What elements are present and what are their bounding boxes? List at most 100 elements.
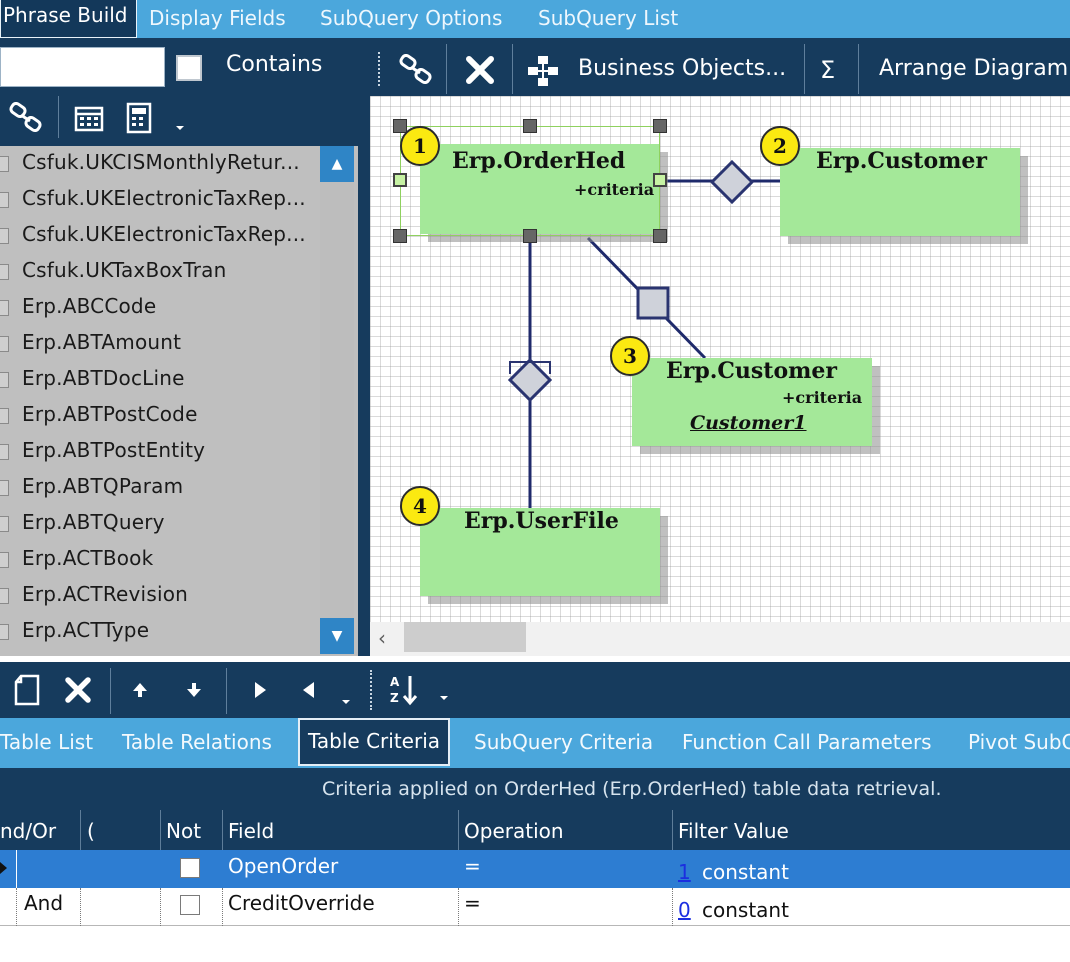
scroll-down-icon[interactable]: ▼ [320,618,354,654]
link-icon[interactable] [8,101,44,134]
table-search-input[interactable] [0,47,165,87]
resize-handle[interactable] [393,173,407,187]
list-item[interactable]: Erp.ABTDocLine [0,362,320,398]
tab-subquery-list[interactable]: SubQuery List [538,6,679,30]
table-icon [0,192,9,208]
column-header-operation[interactable]: Operation [464,819,564,843]
list-item[interactable]: Erp.ABCCode [0,290,320,326]
scroll-left-icon[interactable]: ‹ [378,626,386,650]
tab-table-relations[interactable]: Table Relations [122,730,272,754]
list-item[interactable]: Csfuk.UKCISMonthlyRetur... [0,146,320,182]
list-item-label: Csfuk.UKCISMonthlyRetur... [22,150,300,174]
diagram-hscrollbar[interactable]: ‹ [370,622,1070,656]
resize-handle[interactable] [653,229,667,243]
list-item-label: Erp.ABTAmount [22,330,182,354]
criteria-toolbar [0,662,1070,718]
lower-tab-bar: Table List Table Relations Table Criteri… [0,718,1070,768]
resize-handle[interactable] [653,119,667,133]
column-header-field[interactable]: Field [228,819,275,843]
list-item[interactable]: Erp.ABTPostEntity [0,434,320,470]
delete-icon[interactable] [464,54,496,86]
entity-name: Erp.OrderHed [452,148,626,174]
indent-right-icon[interactable] [252,680,268,700]
calculator-dropdown-icon[interactable] [124,100,190,136]
not-checkbox[interactable] [180,895,200,915]
move-down-icon[interactable] [184,680,204,700]
panel-splitter[interactable] [358,38,370,656]
column-header-paren[interactable]: ( [87,819,95,843]
filter-value-type: constant [702,898,789,922]
delete-row-icon[interactable] [64,676,92,704]
contains-checkbox[interactable] [176,55,202,81]
tab-display-fields[interactable]: Display Fields [149,6,286,30]
query-diagram-canvas[interactable]: Erp.OrderHed +criteria 1 Erp.Customer 2 … [370,96,1070,622]
table-list[interactable]: Csfuk.UKCISMonthlyRetur... Csfuk.UKElect… [0,146,358,656]
cell-field[interactable]: OpenOrder [228,854,339,878]
list-item[interactable]: Erp.ACTType [0,614,320,650]
list-item-label: Erp.ACTType [22,618,150,642]
list-item[interactable]: Erp.ABTPostCode [0,398,320,434]
cell-operation[interactable]: = [464,854,481,878]
tab-table-list[interactable]: Table List [0,730,94,754]
calendar-grid-icon[interactable] [74,106,104,132]
entity-userfile[interactable]: Erp.UserFile [420,508,660,596]
scroll-thumb[interactable] [404,622,526,652]
separator-strip [0,656,1070,662]
resize-handle[interactable] [523,119,537,133]
list-item[interactable]: Csfuk.UKElectronicTaxRep... [0,182,320,218]
column-header-not[interactable]: Not [166,819,202,843]
business-objects-button[interactable]: Business Objects... [578,56,787,81]
list-item[interactable]: Erp.ABTAmount [0,326,320,362]
new-icon[interactable] [12,673,42,707]
list-item-label: Erp.ABTPostCode [22,402,198,426]
entity-customer[interactable]: Erp.Customer [780,148,1020,236]
tab-table-criteria[interactable]: Table Criteria [298,718,451,766]
column-header-andor[interactable]: nd/Or [0,819,57,843]
cell-andor[interactable]: And [24,891,64,915]
resize-handle[interactable] [653,173,667,187]
svg-text:Z: Z [390,691,399,705]
toolbar-grip-icon [378,52,382,86]
cell-filter-value[interactable]: 0 constant [672,888,1070,926]
list-item[interactable]: Csfuk.UKTaxBoxTran [0,254,320,290]
table-icon [0,228,9,244]
tab-pivot-subquery[interactable]: Pivot SubQ [968,730,1070,754]
cell-field[interactable]: CreditOverride [228,891,375,915]
entity-name: Erp.Customer [666,358,837,384]
link-tables-icon[interactable] [398,53,434,86]
list-item-label: Erp.ABTQuery [22,510,165,534]
filter-value-link[interactable]: 1 [678,860,691,884]
scroll-up-icon[interactable]: ▲ [320,146,354,182]
cell-operation[interactable]: = [464,891,481,915]
resize-handle[interactable] [393,119,407,133]
arrange-diagram-button[interactable]: Arrange Diagram [879,56,1069,81]
list-item[interactable]: Erp.ACTBook [0,542,320,578]
tab-subquery-criteria[interactable]: SubQuery Criteria [474,730,654,754]
cell-filter-value[interactable]: 1 constant [672,850,1070,888]
entity-customer1[interactable]: Erp.Customer +criteria Customer1 [632,358,872,446]
column-header-filter-value[interactable]: Filter Value [678,819,789,843]
table-row[interactable]: And CreditOverride = 0 constant [0,888,1070,926]
filter-value-link[interactable]: 0 [678,898,691,922]
business-objects-icon[interactable] [526,54,560,88]
sum-button[interactable]: Σ [820,56,836,84]
table-row[interactable]: OpenOrder = 1 constant [0,850,1070,888]
resize-handle[interactable] [393,229,407,243]
tab-function-call-parameters[interactable]: Function Call Parameters [682,730,932,754]
move-up-icon[interactable] [130,680,150,700]
list-item[interactable]: Csfuk.UKElectronicTaxRep... [0,218,320,254]
tab-subquery-options[interactable]: SubQuery Options [320,6,503,30]
tab-phrase-build[interactable]: Phrase Build [0,0,137,38]
not-checkbox[interactable] [180,858,200,878]
table-icon [0,300,9,316]
resize-handle[interactable] [523,229,537,243]
list-item[interactable]: Erp.ABTQuery [0,506,320,542]
list-item[interactable]: Erp.ABTQParam [0,470,320,506]
list-item[interactable]: Erp.ACTRevision [0,578,320,614]
indent-left-dropdown-icon[interactable] [298,680,358,708]
table-list-scrollbar[interactable]: ▲ ▼ [320,146,354,656]
entity-orderhed[interactable]: Erp.OrderHed +criteria [420,144,660,234]
entity-number-badge: 3 [610,336,650,376]
